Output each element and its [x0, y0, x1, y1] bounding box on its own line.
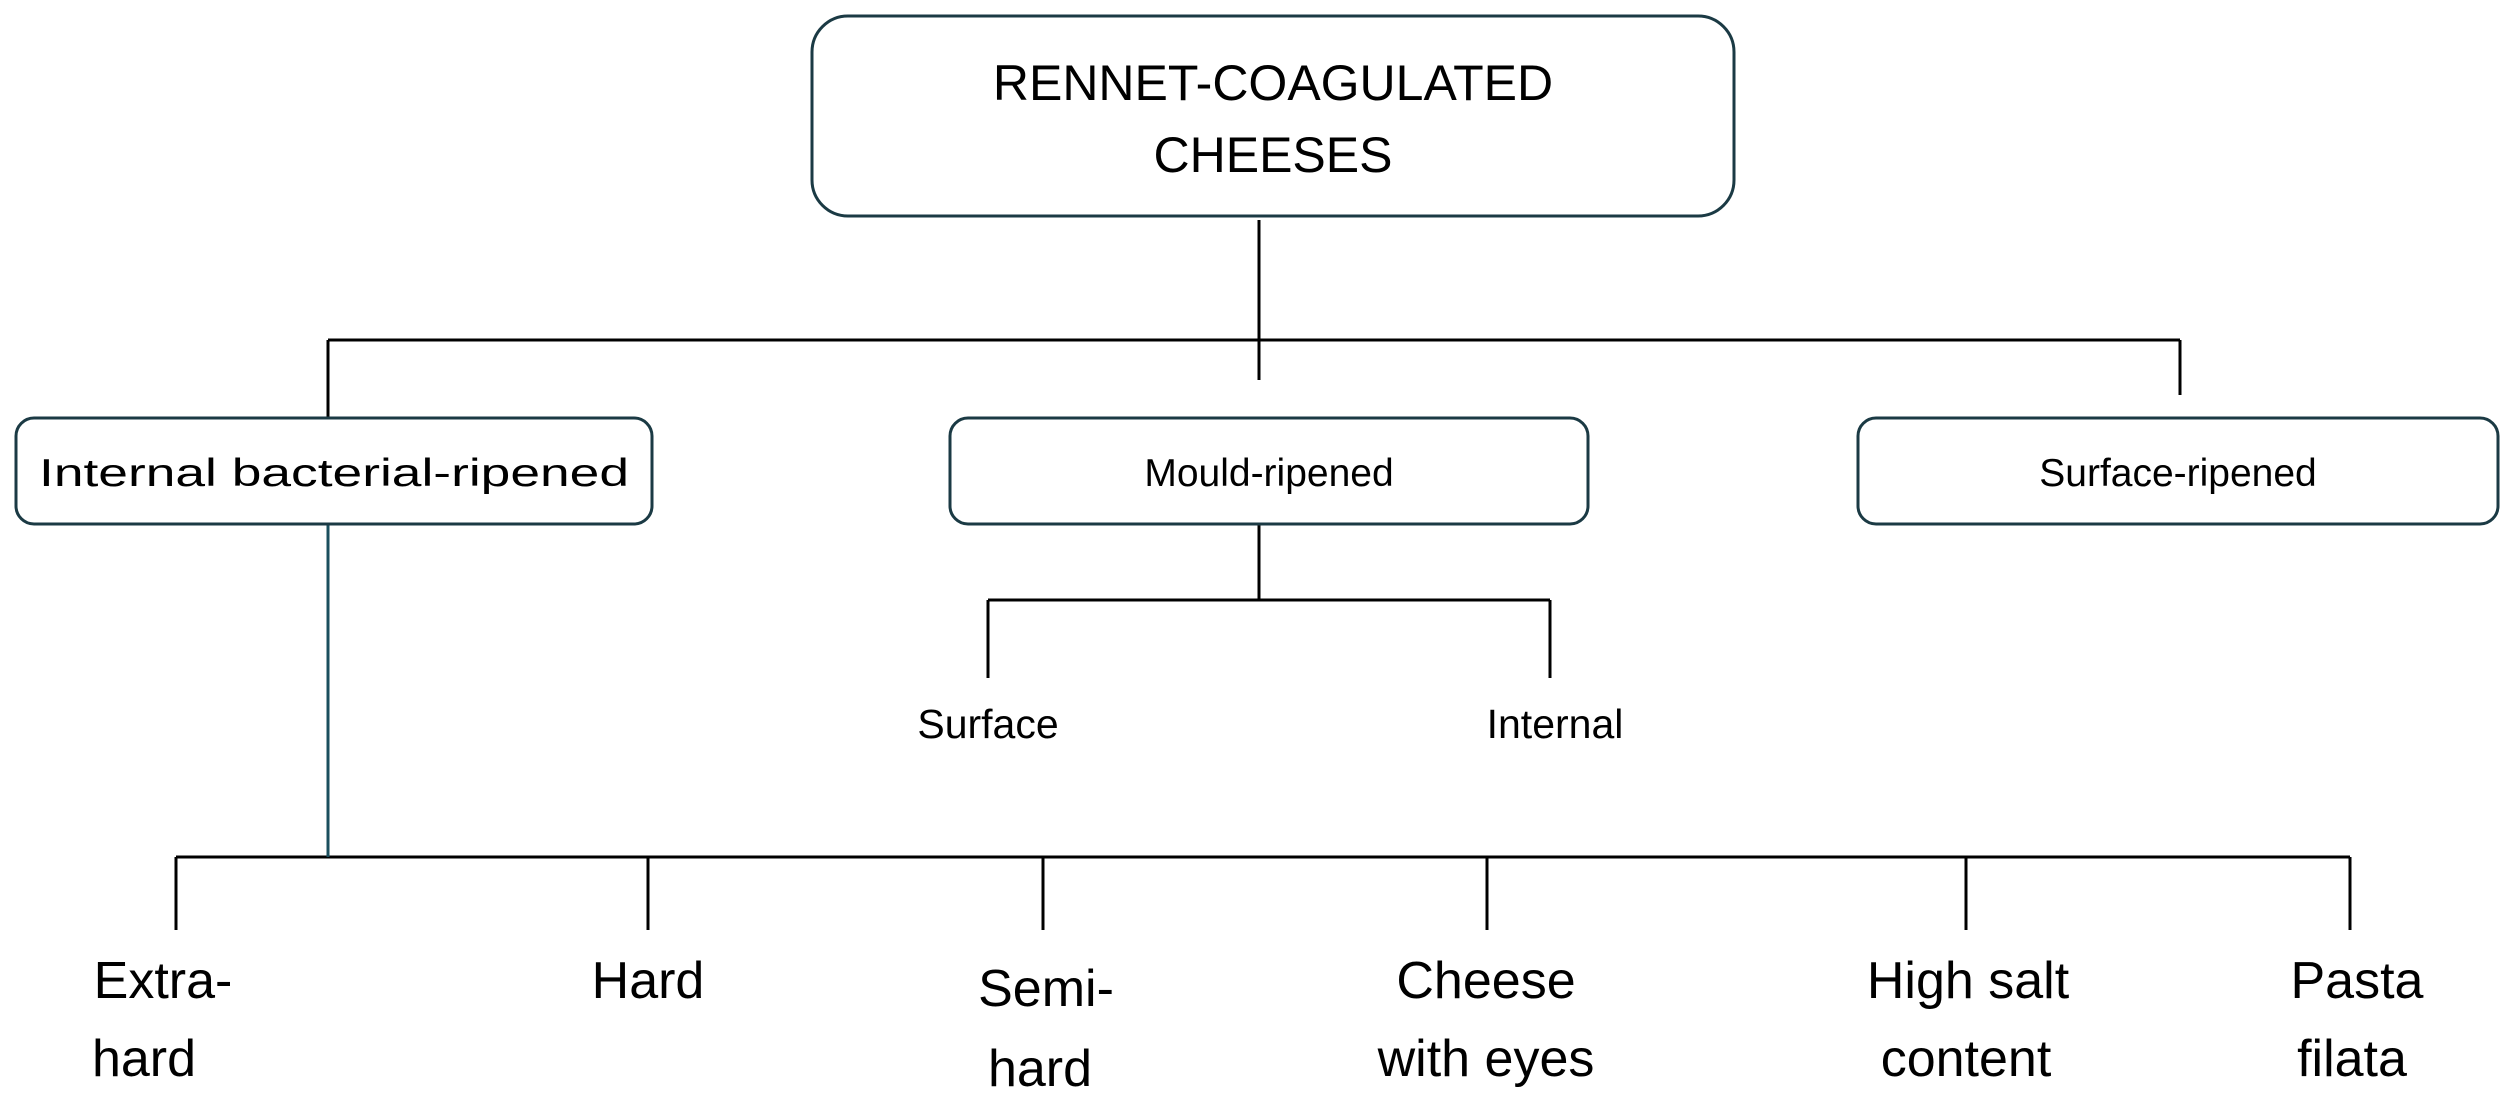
- mould-box: [948, 416, 1590, 526]
- internal-children: Extra- hard Hard Semi- hard Cheese with …: [92, 952, 2424, 1098]
- root-box: [810, 14, 1736, 218]
- child-pasta-filata-line1: Pasta: [2291, 952, 2424, 1010]
- child-semi-hard-line2: hard: [988, 1040, 1092, 1098]
- child-high-salt-line2: content: [1881, 1030, 2052, 1088]
- connectors: [174, 220, 2352, 930]
- child-hard-line1: Hard: [592, 952, 705, 1010]
- category-mould-ripened: Mould-ripened: [1144, 452, 1393, 495]
- child-pasta-filata-line2: filata: [2297, 1030, 2407, 1088]
- root-title-line1: RENNET-COAGULATED: [993, 55, 1553, 111]
- category-surface-ripened: Surface-ripened: [2039, 452, 2317, 495]
- child-extra-hard-line1: Extra-: [94, 952, 233, 1010]
- child-cheese-with-eyes-line1: Cheese: [1396, 952, 1575, 1010]
- child-cheese-with-eyes-line2: with eyes: [1377, 1030, 1595, 1088]
- category-internal-bacterial-ripened: Internal bacterial-ripened: [39, 452, 629, 495]
- internal-box: [14, 416, 654, 526]
- child-extra-hard-line2: hard: [92, 1030, 196, 1088]
- child-high-salt-line1: High salt: [1867, 952, 2070, 1010]
- root-title-line2: CHEESES: [1154, 127, 1393, 183]
- mould-child-internal: Internal: [1487, 701, 1624, 747]
- child-semi-hard-line1: Semi-: [978, 960, 1114, 1018]
- boxes: [14, 14, 2500, 526]
- surface-box: [1856, 416, 2500, 526]
- mould-child-surface: Surface: [917, 701, 1058, 747]
